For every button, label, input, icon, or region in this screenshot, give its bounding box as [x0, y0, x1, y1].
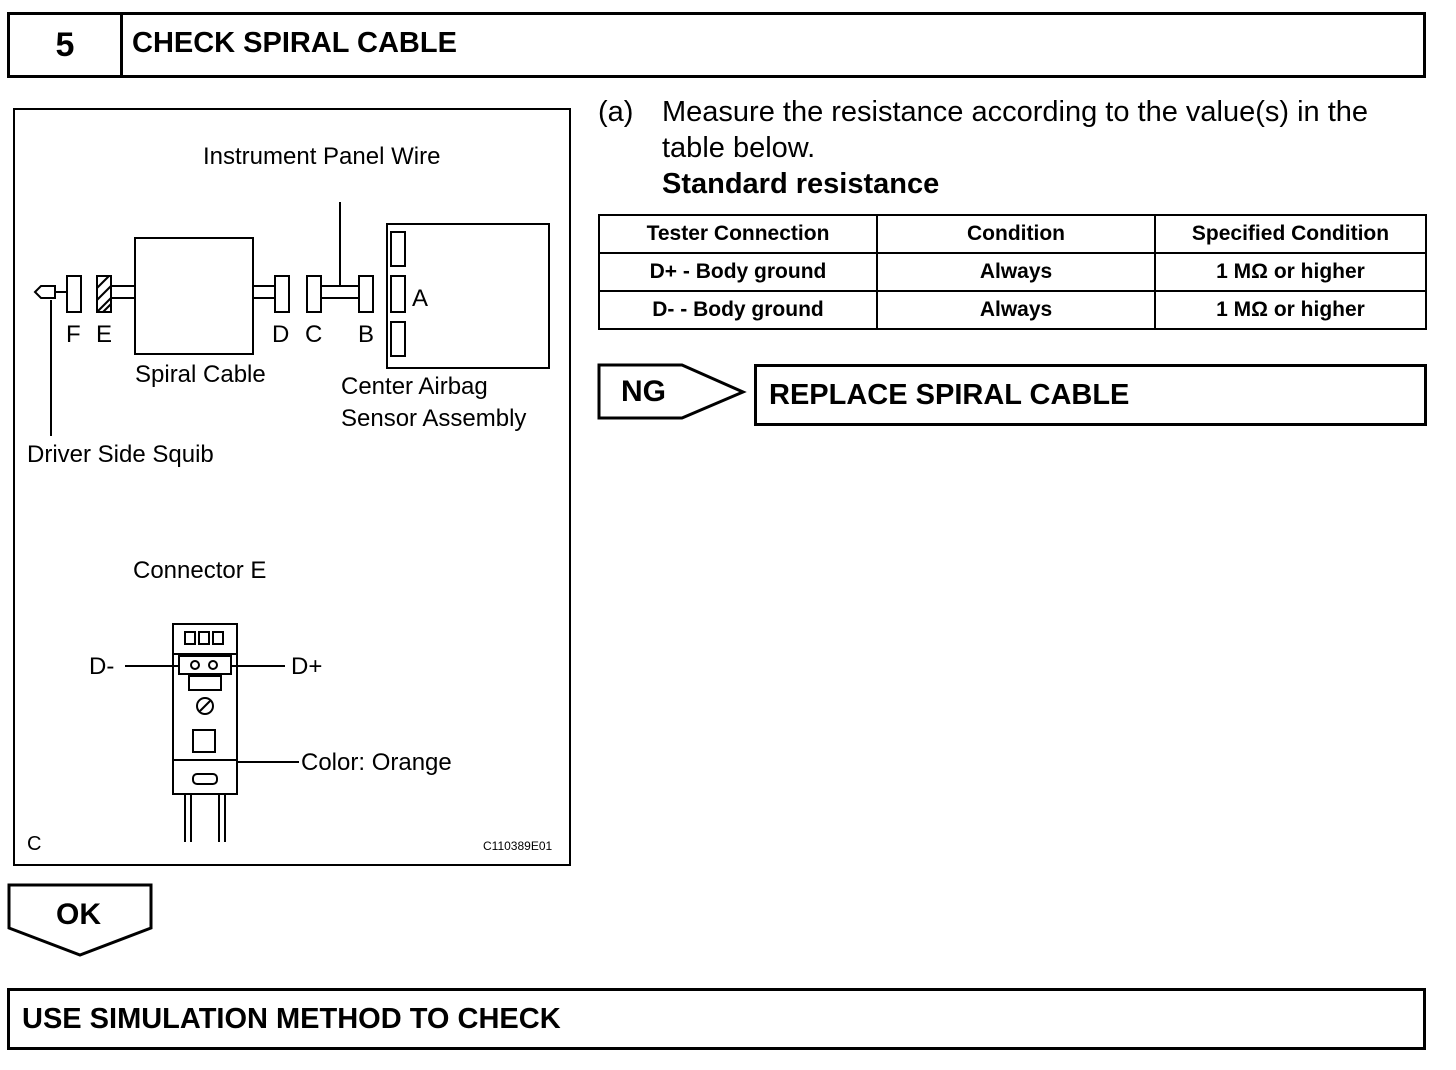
connector-a-letter: A — [412, 285, 428, 312]
connector-b-letter: B — [358, 321, 374, 348]
instruction-line-1: Measure the resistance according to the … — [662, 96, 1369, 128]
instruction-label: (a) — [598, 96, 634, 128]
connector-f — [66, 275, 82, 313]
connector-e-title: Connector E — [133, 557, 266, 584]
connector-b — [358, 275, 374, 313]
table-cell: Always — [876, 290, 1156, 330]
table-cell: D- - Body ground — [598, 290, 878, 330]
table-row: D+ - Body ground Always 1 MΩ or higher — [598, 252, 1427, 292]
connector-d-letter: D — [272, 321, 289, 348]
resistance-table: Tester Connection Condition Specified Co… — [598, 214, 1427, 330]
center-airbag-label-1: Center Airbag — [341, 373, 488, 400]
table-cell: D+ - Body ground — [598, 252, 878, 292]
ng-label: NG — [621, 375, 666, 408]
instruction-line-2: table below. — [662, 132, 816, 164]
driver-side-squib-label: Driver Side Squib — [27, 441, 214, 468]
connector-c — [306, 275, 322, 313]
table-cell: Always — [876, 252, 1156, 292]
spiral-cable-label: Spiral Cable — [135, 361, 266, 388]
final-action-box: USE SIMULATION METHOD TO CHECK — [7, 988, 1426, 1050]
instrument-panel-wire-label: Instrument Panel Wire — [203, 143, 440, 170]
connector-a — [390, 275, 406, 313]
figure-code: C110389E01 — [483, 839, 552, 853]
connector-c-letter: C — [305, 321, 322, 348]
d-plus-label: D+ — [291, 653, 322, 680]
ng-result-box: REPLACE SPIRAL CABLE — [754, 364, 1427, 426]
table-cell: 1 MΩ or higher — [1154, 290, 1427, 330]
color-label: Color: Orange — [301, 749, 452, 776]
squib-wire-end — [33, 285, 56, 299]
airbag-sensor-body — [386, 223, 550, 369]
connector-e-letter: E — [96, 321, 112, 348]
figure-corner-label: C — [27, 833, 41, 855]
connector-f-letter: F — [66, 321, 81, 348]
ng-arrow-shape — [597, 363, 747, 420]
ok-arrow-shape — [7, 883, 153, 957]
wiring-figure: Instrument Panel Wire Spiral Cable Cente… — [13, 108, 571, 866]
standard-resistance-heading: Standard resistance — [662, 168, 940, 200]
col-specified-condition: Specified Condition — [1154, 214, 1427, 254]
connector-a-top — [390, 231, 406, 267]
ng-arrow[interactable]: NG — [596, 362, 748, 422]
col-condition: Condition — [876, 214, 1156, 254]
instruction-text: Measure the resistance according to the … — [662, 94, 1422, 166]
table-header-row: Tester Connection Condition Specified Co… — [598, 214, 1427, 254]
spiral-cable-body — [134, 237, 254, 355]
table-cell: 1 MΩ or higher — [1154, 252, 1427, 292]
step-number: 5 — [10, 15, 123, 75]
center-airbag-label-2: Sensor Assembly — [341, 405, 526, 432]
d-minus-label: D- — [89, 653, 114, 680]
connector-d — [274, 275, 290, 313]
ok-arrow[interactable]: OK — [6, 882, 156, 960]
connector-e-drawing — [125, 623, 299, 842]
table-row: D- - Body ground Always 1 MΩ or higher — [598, 290, 1427, 330]
step-title: CHECK SPIRAL CABLE — [132, 27, 457, 59]
col-tester-connection: Tester Connection — [598, 214, 878, 254]
wiring-diagram: Instrument Panel Wire Spiral Cable Cente… — [27, 143, 552, 855]
connector-a-bottom — [390, 321, 406, 357]
step-header: 5 CHECK SPIRAL CABLE — [7, 12, 1426, 78]
ok-label: OK — [56, 898, 101, 931]
